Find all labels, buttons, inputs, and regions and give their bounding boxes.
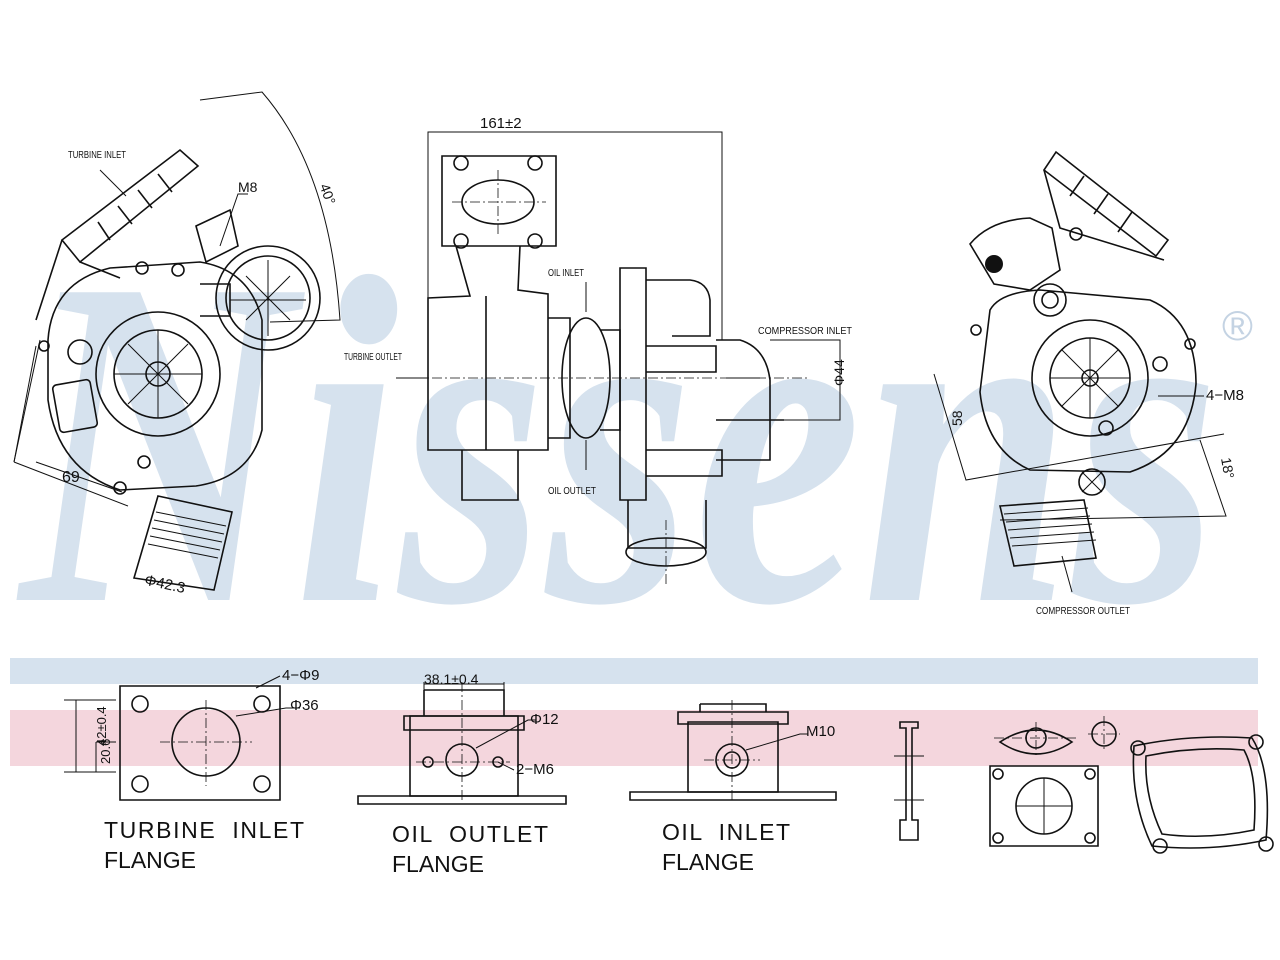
left-dim-69: 69	[62, 469, 80, 486]
oof-width: 38.1±0.4	[424, 671, 479, 687]
tif-holes: 4−Φ9	[282, 667, 319, 684]
mid-oil-outlet-label: OIL OUTLET	[548, 486, 596, 497]
turbine-inlet-flange-drawing: 4−Φ9 Φ36 42±0.4 20.6 TURBINE INLET FLANG…	[64, 667, 319, 873]
right-compressor-outlet-label: COMPRESSOR OUTLET	[1036, 606, 1130, 617]
left-view: TURBINE INLET M8 40° 69 Φ42.3	[13, 91, 341, 597]
watermark: Nissens ®	[10, 181, 1258, 766]
oif-caption-1: OIL INLET	[662, 819, 790, 845]
kit-parts	[894, 716, 1274, 854]
middle-view: 161±2 OIL INLET OIL OUTLET TURBINE OUTLE…	[344, 115, 852, 586]
oof-caption-2: FLANGE	[392, 851, 484, 877]
tif-caption-2: FLANGE	[104, 847, 196, 873]
tif-height: 42±0.4	[94, 706, 109, 746]
left-turbine-inlet-label: TURBINE INLET	[68, 150, 126, 161]
oif-thread: M10	[806, 723, 835, 740]
mid-turbine-outlet-label: TURBINE OUTLET	[344, 352, 402, 363]
right-angle-18: 18°	[1218, 456, 1237, 480]
mid-length-label: 161±2	[480, 115, 522, 132]
mid-oil-inlet-label: OIL INLET	[548, 268, 584, 279]
left-m8-label: M8	[238, 179, 258, 195]
tif-offset: 20.6	[98, 739, 113, 764]
oof-bore: Φ12	[530, 711, 559, 728]
registered-mark: ®	[1222, 302, 1253, 349]
right-view: 4−M8 58 18° COMPRESSOR OUTLET	[933, 150, 1244, 617]
oof-caption-1: OIL OUTLET	[392, 821, 548, 847]
left-angle-label: 40°	[317, 181, 339, 206]
oil-outlet-flange-drawing: 38.1±0.4 Φ12 2−M6 OIL OUTLET FLANGE	[357, 671, 567, 877]
right-bolts-label: 4−M8	[1206, 387, 1244, 404]
tif-bore: Φ36	[290, 697, 319, 714]
watermark-text: Nissens	[14, 181, 1220, 702]
blue-band	[10, 658, 1258, 684]
mid-dim-inlet-dia: Φ44	[831, 359, 847, 386]
oil-inlet-flange-drawing: M10 OIL INLET FLANGE	[629, 700, 837, 875]
right-dim-58: 58	[949, 410, 965, 426]
mid-compressor-inlet-label: COMPRESSOR INLET	[758, 326, 852, 337]
tif-caption-1: TURBINE INLET	[104, 817, 304, 843]
oif-caption-2: FLANGE	[662, 849, 754, 875]
oof-thread: 2−M6	[516, 761, 554, 778]
